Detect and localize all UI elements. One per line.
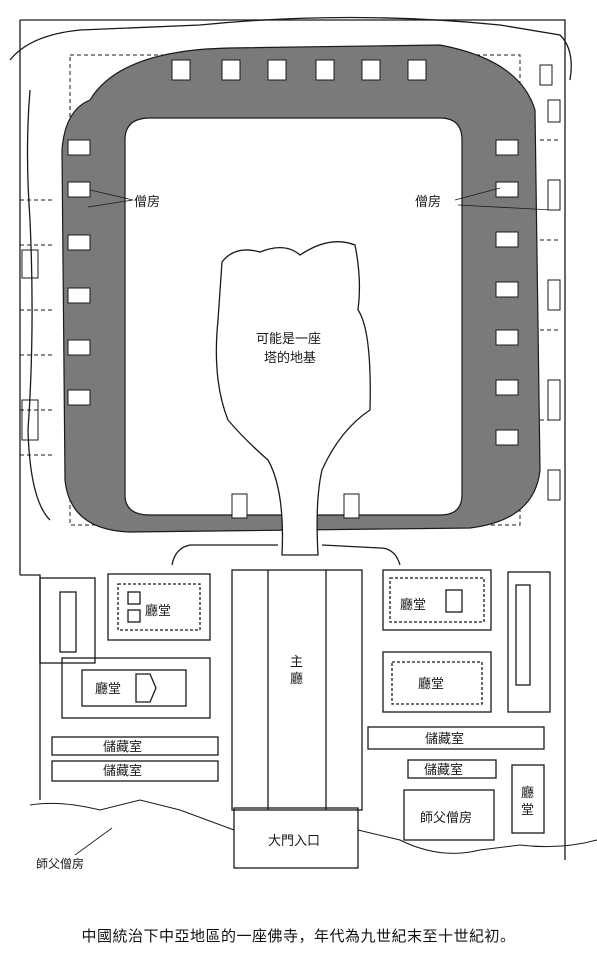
label-main-gate: 大門入口 bbox=[268, 834, 320, 849]
label-storage-left-1: 儲藏室 bbox=[103, 739, 142, 755]
label-main-hall-1: 主 bbox=[290, 655, 303, 670]
label-hall-top-right: 廳堂 bbox=[400, 597, 426, 613]
leader-lines bbox=[87, 187, 553, 211]
label-hall-far-right-1: 廳 bbox=[521, 785, 534, 801]
figure-caption: 中國統治下中亞地區的一座佛寺，年代為九世紀末至十世紀初。 bbox=[81, 927, 516, 945]
courtyard-ring bbox=[61, 44, 541, 533]
label-hall-mid-right: 廳堂 bbox=[418, 676, 444, 692]
label-storage-left-2: 儲藏室 bbox=[103, 763, 142, 779]
pagoda-foundation bbox=[215, 241, 371, 556]
right-wall-fragments bbox=[21, 64, 561, 501]
label-hall-top-left: 廳堂 bbox=[145, 603, 171, 619]
label-pagoda-line1: 可能是一座 bbox=[256, 332, 321, 347]
lower-compound bbox=[39, 544, 551, 869]
monk-cells bbox=[67, 59, 519, 519]
plan-labels: 僧房 僧房 可能是一座 塔的地基 主 廳 廳堂 廳堂 廳堂 廳堂 儲藏室 儲藏室… bbox=[36, 194, 534, 871]
label-storage-right-2: 儲藏室 bbox=[424, 762, 463, 778]
label-master-monk-rooms-right: 師父僧房 bbox=[420, 810, 472, 826]
label-hall-far-right-2: 堂 bbox=[521, 803, 534, 818]
label-monk-rooms-left: 僧房 bbox=[134, 194, 160, 210]
label-monk-rooms-right: 僧房 bbox=[415, 194, 441, 210]
label-main-hall-2: 廳 bbox=[290, 671, 303, 687]
outer-walls bbox=[9, 16, 572, 860]
label-master-monk-rooms-left: 師父僧房 bbox=[36, 856, 84, 871]
label-pagoda-line2: 塔的地基 bbox=[264, 350, 316, 366]
label-storage-right-1: 儲藏室 bbox=[425, 731, 464, 747]
label-hall-mid-left: 廳堂 bbox=[95, 681, 121, 697]
ground-lines bbox=[29, 799, 597, 854]
leader-master-monk-left bbox=[74, 827, 113, 856]
